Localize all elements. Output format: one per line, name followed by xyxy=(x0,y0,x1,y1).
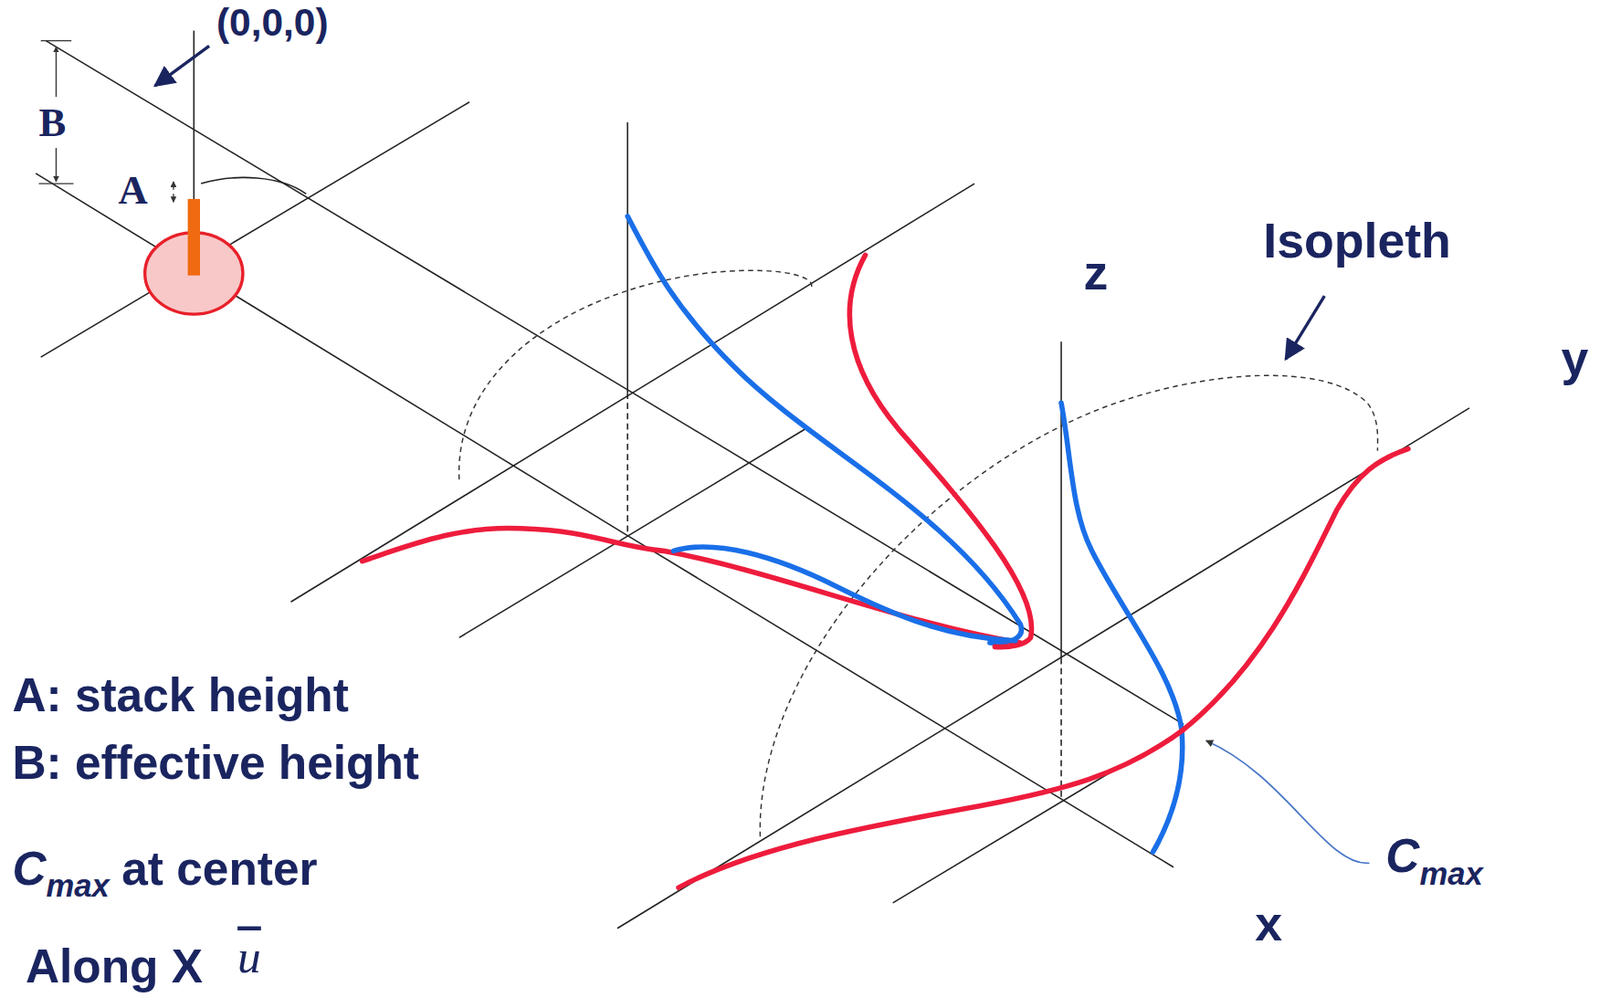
vertical-profile xyxy=(849,254,1032,647)
text-label: B xyxy=(38,100,66,146)
subscript: max xyxy=(1419,857,1483,893)
dimension-marks xyxy=(38,41,173,203)
label-group: A: stack height xyxy=(11,669,348,722)
text-label: A: stack height xyxy=(11,669,348,722)
text-label: z xyxy=(1084,246,1109,301)
text-label: Isopleth xyxy=(1263,214,1452,269)
text-label: x xyxy=(1254,897,1283,952)
label-group: B xyxy=(38,100,66,146)
axis-grid xyxy=(35,31,1470,929)
plume-rise xyxy=(200,177,306,194)
stack xyxy=(188,199,200,276)
horizontal-profile xyxy=(678,449,1409,888)
label-group: (0,0,0) xyxy=(216,1,329,45)
isopleth-ellipse xyxy=(459,270,1379,837)
label-group: Along Xu xyxy=(25,940,262,994)
label-group: B: effective height xyxy=(11,736,420,790)
text-label: B: effective height xyxy=(11,736,420,790)
subscript: max xyxy=(46,869,110,905)
horizontal-profile xyxy=(673,547,1015,642)
text-label: Along X xyxy=(25,940,203,993)
label-group: z xyxy=(1084,246,1109,301)
text-label: (0,0,0) xyxy=(216,1,329,45)
text-label: C xyxy=(1385,831,1420,884)
label-group: Cmaxat center xyxy=(11,842,317,895)
text-label: u xyxy=(237,931,262,984)
horizontal-profile xyxy=(362,527,1022,643)
text-label: A xyxy=(118,168,148,213)
label-group: A xyxy=(118,168,148,213)
text-label: y xyxy=(1561,332,1590,387)
label-group: y xyxy=(1561,332,1590,387)
vertical-profile xyxy=(627,216,1022,643)
label-group: Isopleth xyxy=(1263,214,1452,269)
text-label: at center xyxy=(121,842,317,895)
label-group: x xyxy=(1254,897,1283,952)
label-group: Cmax xyxy=(1385,831,1483,884)
text-label: C xyxy=(11,842,46,895)
